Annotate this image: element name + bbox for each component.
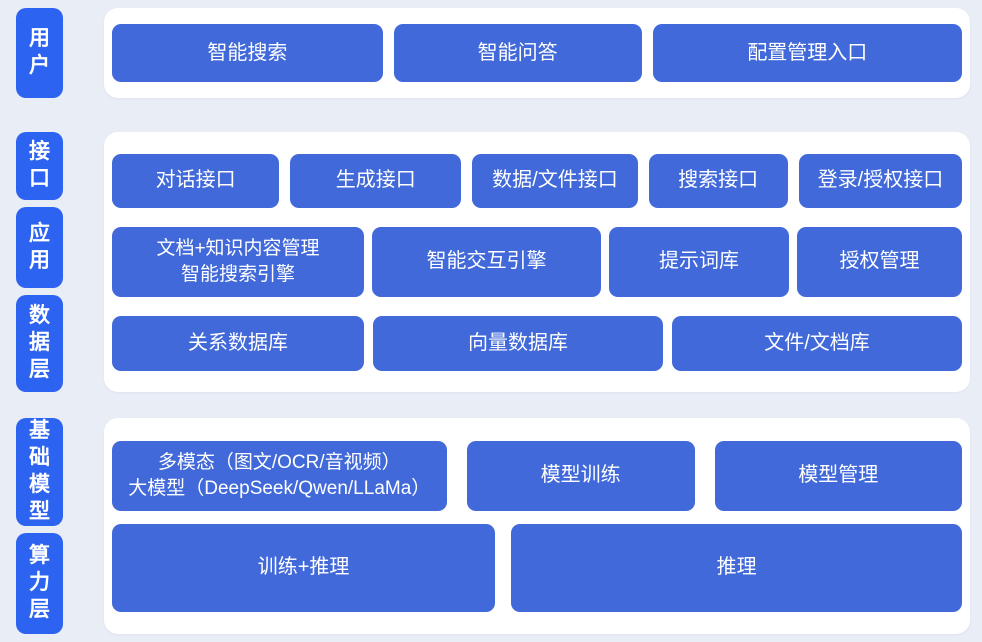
layer-data: 数据层 (16, 294, 63, 392)
block-training-inference: 训练+推理 (112, 523, 496, 612)
layer-user-label: 用户 (29, 27, 50, 77)
block-auth-management: 授权管理 (797, 226, 962, 297)
layer-compute: 算力层 (16, 532, 63, 634)
layer-data-label: 数据层 (29, 304, 50, 381)
block-interaction-engine: 智能交互引擎 (372, 226, 601, 297)
block-config-entry: 配置管理入口 (652, 24, 963, 82)
layer-label-column: 用户 (16, 8, 63, 98)
row-applications: 文档+知识内容管理 智能搜索引擎 智能交互引擎 提示词库 授权管理 (112, 226, 962, 297)
block-doc-knowledge-search-engine: 文档+知识内容管理 智能搜索引擎 (112, 226, 364, 297)
block-smart-search: 智能搜索 (112, 24, 383, 82)
block-multimodal-llm: 多模态（图文/OCR/音视频） 大模型（DeepSeek/Qwen/LLaMa） (112, 440, 447, 511)
block-smart-qa: 智能问答 (393, 24, 642, 82)
row-models: 多模态（图文/OCR/音视频） 大模型（DeepSeek/Qwen/LLaMa）… (112, 440, 962, 511)
layer-foundation-model-label: 基础模型 (29, 419, 50, 523)
layer-compute-label: 算力层 (29, 543, 50, 621)
layer-application: 应用 (16, 207, 63, 288)
block-dialog-api: 对话接口 (112, 153, 280, 208)
block-model-management: 模型管理 (714, 440, 962, 511)
block-data-file-api: 数据/文件接口 (472, 153, 638, 208)
layer-application-label: 应用 (29, 221, 50, 272)
block-relational-db: 关系数据库 (112, 315, 364, 371)
panel-bottom: 多模态（图文/OCR/音视频） 大模型（DeepSeek/Qwen/LLaMa）… (104, 418, 970, 634)
layer-label-column: 接口 应用 数据层 (16, 132, 63, 392)
section-middle-layers: 接口 应用 数据层 对话接口 生成接口 数据/文件接口 搜索接口 登录/授权接口… (16, 132, 970, 392)
block-login-auth-api: 登录/授权接口 (798, 153, 963, 208)
section-bottom-layers: 基础模型 算力层 多模态（图文/OCR/音视频） 大模型（DeepSeek/Qw… (16, 418, 970, 634)
row-compute: 训练+推理 推理 (112, 523, 962, 612)
row-interfaces: 对话接口 生成接口 数据/文件接口 搜索接口 登录/授权接口 (112, 153, 963, 208)
panel-user: 智能搜索 智能问答 配置管理入口 (104, 8, 970, 98)
block-model-training: 模型训练 (466, 440, 695, 511)
block-generation-api: 生成接口 (290, 153, 462, 208)
layer-foundation-model: 基础模型 (16, 418, 63, 526)
row-data-stores: 关系数据库 向量数据库 文件/文档库 (112, 315, 962, 371)
block-file-doc-store: 文件/文档库 (672, 315, 962, 371)
block-search-api: 搜索接口 (648, 153, 788, 208)
layer-user: 用户 (16, 8, 63, 98)
layer-label-column: 基础模型 算力层 (16, 418, 63, 634)
section-user-layer: 用户 智能搜索 智能问答 配置管理入口 (16, 8, 970, 98)
block-inference: 推理 (511, 523, 962, 612)
block-prompt-library: 提示词库 (609, 226, 789, 297)
block-vector-db: 向量数据库 (373, 315, 663, 371)
layer-interface-label: 接口 (29, 140, 50, 191)
row-user-entries: 智能搜索 智能问答 配置管理入口 (112, 24, 963, 82)
panel-middle: 对话接口 生成接口 数据/文件接口 搜索接口 登录/授权接口 文档+知识内容管理… (104, 132, 970, 392)
layer-interface: 接口 (16, 132, 63, 201)
